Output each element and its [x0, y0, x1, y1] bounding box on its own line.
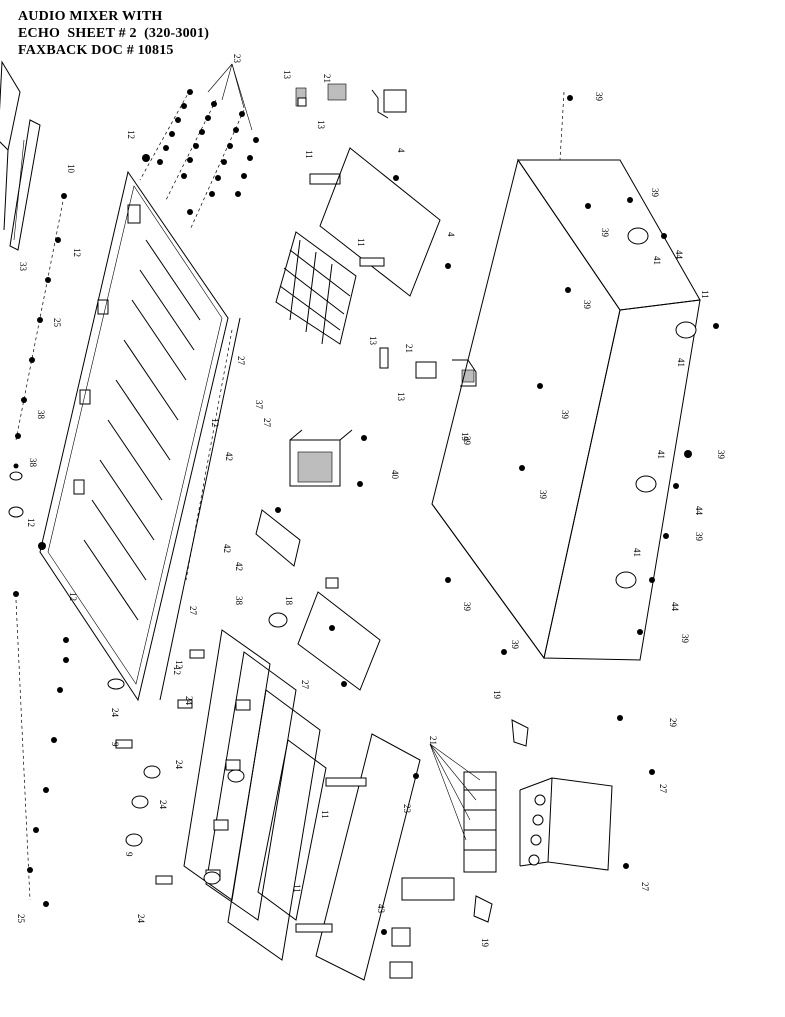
callout-label: 41 — [676, 358, 686, 367]
circuit-board-mid — [297, 577, 381, 691]
callout-label: 12 — [210, 418, 220, 427]
callout-label: 18 — [284, 596, 294, 606]
header-faxback-line: FAXBACK DOC # 10815 — [18, 43, 174, 58]
callout-label: 27 — [640, 882, 650, 892]
lower-side-bar — [159, 317, 241, 701]
knobs — [115, 612, 288, 885]
callout-label: 27 — [236, 356, 246, 366]
callout-label: 11 — [292, 884, 302, 893]
callout-label: 13 — [396, 392, 406, 402]
callout-label: 39 — [510, 640, 520, 650]
chassis-box — [431, 91, 701, 661]
callout-label: 41 — [656, 450, 666, 459]
callout-label: 9 — [110, 742, 120, 747]
callout-label: 39 — [538, 490, 548, 500]
callout-label: 44 — [670, 602, 680, 612]
switch-bank — [275, 231, 357, 345]
callout-label: 42 — [222, 544, 232, 553]
callout-label: 19 — [460, 432, 470, 442]
callout-label: 43 — [376, 904, 386, 914]
callout-label: 44 — [694, 506, 704, 516]
callout-label: 9 — [124, 852, 134, 857]
callout-label: 19 — [480, 938, 490, 948]
board-lower-left — [295, 733, 421, 981]
pot-assembly-upper — [295, 83, 407, 185]
callout-labels: 13 21 13 4 11 23 12 10 33 12 25 11 4 27 … — [16, 54, 726, 948]
callout-label: 37 — [254, 400, 264, 410]
transformer — [289, 429, 367, 487]
callout-label: 27 — [188, 606, 198, 616]
io-panel — [519, 769, 655, 871]
callout-label: 27 — [262, 418, 272, 428]
callout-label: 25 — [16, 914, 26, 924]
callout-label: 33 — [18, 262, 28, 272]
chassis-feet-screws — [445, 197, 719, 721]
callout-label: 19 — [492, 690, 502, 700]
callout-label: 39 — [582, 300, 592, 310]
header-title-line: AUDIO MIXER WITH — [18, 9, 163, 24]
callout-label: 27 — [658, 784, 668, 794]
callout-label: 39 — [600, 228, 610, 238]
callout-label: 24 — [184, 696, 194, 706]
callout-label: 23 — [232, 54, 242, 64]
callout-label: 12 — [26, 518, 36, 527]
callout-label: 27 — [300, 680, 310, 690]
callout-label: 24 — [174, 760, 184, 770]
pot-assembly-mid — [379, 347, 477, 387]
callout-label: 24 — [136, 914, 146, 924]
callout-label: 13 — [282, 70, 292, 80]
callout-label: 4 — [446, 232, 456, 237]
jacks-and-bracket — [389, 719, 529, 979]
callout-label: 21 — [428, 736, 438, 745]
bracket-part — [255, 507, 301, 567]
callout-label: 23 — [402, 804, 412, 814]
callout-label: 39 — [594, 92, 604, 102]
callout-label: 39 — [650, 188, 660, 198]
callout-label: 10 — [66, 164, 76, 174]
callout-label: 25 — [52, 318, 62, 328]
callout-label: 39 — [560, 410, 570, 420]
circuit-board-upper — [319, 147, 451, 297]
callout-label: 24 — [158, 800, 168, 810]
callout-label: 13 — [368, 336, 378, 346]
callout-label: 39 — [462, 602, 472, 612]
callout-label: 41 — [652, 256, 662, 265]
callout-label: 12 — [68, 592, 78, 601]
callout-label: 40 — [390, 470, 400, 480]
callout-label: 21 — [404, 344, 414, 353]
callout-label: 29 — [668, 718, 678, 728]
callout-label: 13 — [316, 120, 326, 130]
callout-label: 39 — [462, 436, 472, 446]
callout-label: 24 — [110, 708, 120, 718]
header-sheet-line: ECHO SHEET # 2 (320-3001) — [18, 26, 210, 41]
callout-label: 38 — [234, 596, 244, 606]
callout-label: 42 — [224, 452, 234, 461]
callout-label: 12 — [172, 666, 182, 675]
side-rail-part — [0, 60, 41, 251]
callout-label: 11 — [700, 290, 710, 299]
screw-rows-top — [139, 63, 259, 231]
callout-label: 11 — [304, 150, 314, 159]
callout-label: 11 — [320, 810, 330, 819]
callout-label: 42 — [234, 562, 244, 571]
callout-label: 41 — [632, 548, 642, 557]
callout-label: 12 — [72, 248, 82, 257]
callout-label: 39 — [680, 634, 690, 644]
callout-label: 39 — [716, 450, 726, 460]
callout-label: 4 — [396, 148, 406, 153]
callout-label: 21 — [322, 74, 332, 83]
callout-label: 12 — [174, 660, 184, 669]
callout-label: 11 — [356, 238, 366, 247]
document-header: AUDIO MIXER WITH ECHO SHEET # 2 (320-300… — [18, 8, 209, 59]
callout-label: 38 — [36, 410, 46, 420]
callout-label: 39 — [694, 532, 704, 542]
top-panel-plate — [39, 170, 229, 702]
callout-label: 38 — [28, 458, 38, 468]
callout-label: 44 — [674, 250, 684, 260]
screw-column-left — [8, 193, 125, 907]
callout-label: 12 — [126, 130, 136, 139]
fader-slots — [73, 204, 201, 621]
